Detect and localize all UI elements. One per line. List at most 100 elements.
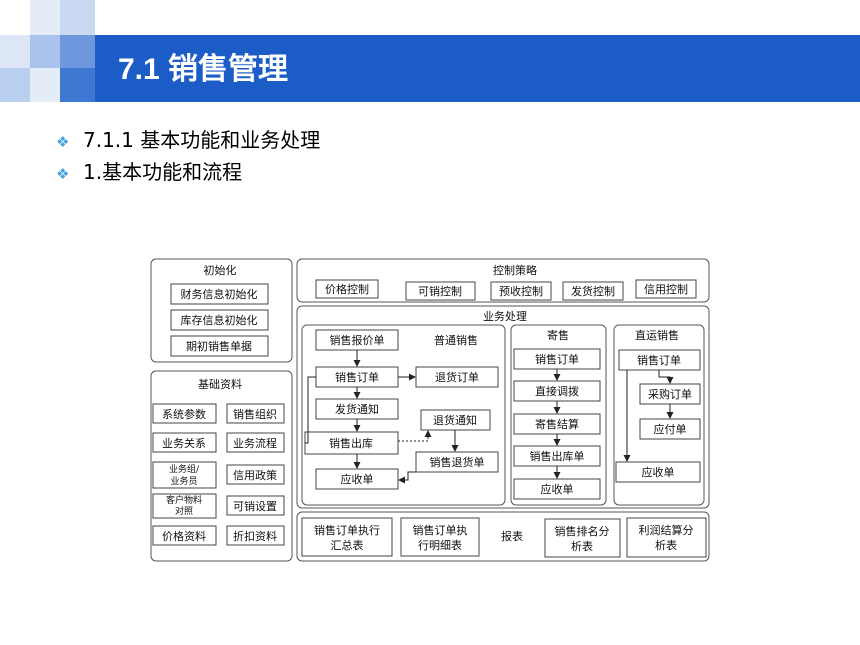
basic-label-9: 价格资料: [162, 529, 206, 543]
consign-label-3: 寄售结算: [535, 417, 579, 431]
basic-label-6: 信用政策: [233, 468, 277, 482]
report-box-1: [301, 517, 393, 557]
direct-box-payable: [639, 418, 701, 440]
direct-label-po: 采购订单: [648, 387, 692, 401]
init-label-3: 期初销售单据: [186, 339, 252, 353]
decor-square-2: [60, 0, 95, 35]
control-label-4: 发货控制: [571, 284, 615, 298]
report-label-2a: 销售订单执: [413, 523, 468, 537]
init-box-1: [170, 283, 269, 305]
report-label-4a: 利润结算分: [639, 523, 694, 537]
basic-label-7: 客户物料: [166, 494, 202, 506]
decor-square-6: [0, 68, 30, 102]
basic-label-5b: 业务员: [170, 475, 197, 487]
consign-label-4: 销售出库单: [530, 449, 585, 463]
control-label-1: 价格控制: [325, 282, 369, 296]
normal-label-return-bill: 销售退货单: [430, 455, 485, 469]
decor-square-7: [30, 68, 60, 102]
basic-label-2: 销售组织: [233, 407, 277, 421]
report-box-3: [544, 518, 621, 558]
control-label-3: 预收控制: [499, 284, 543, 298]
basic-box-2: [226, 403, 285, 424]
basic-label-1: 系统参数: [162, 407, 206, 421]
basic-label-5: 业务组/: [169, 463, 200, 475]
control-box-5: [635, 279, 697, 299]
consign-title: 寄售: [547, 328, 569, 342]
control-box-1: [315, 279, 379, 299]
report-box-2: [400, 517, 480, 557]
decor-square-1: [30, 0, 60, 35]
basic-box-3: [152, 432, 217, 453]
control-box-3: [490, 281, 552, 301]
diamond-bullet-icon: ❖: [56, 133, 70, 151]
basic-title: 基础资料: [198, 377, 242, 391]
normal-label-outbound: 销售出库: [329, 436, 373, 450]
report-label-2b: 行明细表: [418, 538, 462, 552]
normal-label-return-notice: 退货通知: [433, 413, 477, 427]
basic-box-8: [226, 495, 285, 516]
normal-label-ship-notice: 发货通知: [335, 402, 379, 416]
basic-box-5: [152, 461, 217, 489]
normal-label-return-order: 退货订单: [435, 370, 479, 384]
report-box-4: [626, 517, 707, 558]
direct-label-payable: 应付单: [654, 422, 687, 436]
basic-label-3: 业务关系: [162, 436, 206, 450]
basic-box-4: [226, 432, 285, 453]
decor-square-5: [60, 35, 95, 68]
report-label-3b: 析表: [571, 539, 593, 553]
control-box-4: [562, 281, 624, 301]
consign-label-1: 销售订单: [535, 352, 579, 366]
slide-title: 7.1 销售管理: [118, 53, 289, 86]
bullet-1: ❖ 7.1.1 基本功能和业务处理: [56, 124, 320, 153]
init-box-3: [170, 335, 269, 357]
basic-box-7: [152, 493, 217, 519]
basic-box-6: [226, 464, 285, 485]
basic-box-1: [152, 403, 217, 424]
bullet-2-text: 1.基本功能和流程: [83, 160, 243, 184]
normal-label-receivable: 应收单: [341, 472, 374, 486]
normal-title: 普通销售: [434, 333, 478, 347]
decor-square-8: [60, 68, 95, 102]
consign-label-5: 应收单: [541, 482, 574, 496]
title-banner: [95, 35, 860, 102]
arrow-returnbill-receivable: [398, 471, 416, 484]
init-box-2: [170, 309, 269, 331]
business-title: 业务处理: [483, 310, 527, 323]
basic-box-10: [226, 525, 285, 546]
direct-label-order: 销售订单: [637, 353, 681, 367]
decor-square-4: [30, 35, 60, 68]
consign-box-5: [513, 478, 601, 500]
bullet-2: ❖ 1.基本功能和流程: [56, 156, 242, 185]
basic-label-4: 业务流程: [233, 436, 277, 450]
control-label-5: 信用控制: [644, 282, 688, 296]
normal-box-return-bill: [415, 451, 499, 473]
line-left-loop: [305, 376, 316, 444]
normal-label-quote: 销售报价单: [330, 333, 385, 347]
direct-title: 直运销售: [635, 328, 679, 342]
diamond-bullet-icon: ❖: [56, 165, 70, 183]
consign-label-2: 直接调拨: [535, 384, 579, 398]
report-label-1b: 汇总表: [331, 538, 364, 552]
direct-box-receivable: [615, 461, 701, 483]
control-title: 控制策略: [493, 263, 537, 277]
arrow-direct-order-po: [658, 370, 674, 384]
bullet-1-text: 7.1.1 基本功能和业务处理: [83, 128, 321, 152]
control-box-2: [405, 281, 476, 301]
normal-label-order: 销售订单: [335, 370, 379, 384]
report-label-1a: 销售订单执行: [314, 523, 380, 537]
init-label-2: 库存信息初始化: [181, 313, 258, 327]
basic-box-9: [152, 525, 217, 546]
report-title: 报表: [501, 529, 523, 543]
arrow-outbound-returnnotice: [398, 430, 432, 442]
basic-label-10: 折扣资料: [233, 529, 277, 543]
init-title: 初始化: [204, 263, 237, 277]
init-label-1: 财务信息初始化: [181, 287, 258, 301]
basic-label-7b: 对照: [175, 505, 193, 517]
normal-box-return-order: [415, 366, 499, 388]
report-label-4b: 析表: [655, 538, 677, 552]
control-label-2: 可销控制: [418, 284, 462, 298]
basic-label-8: 可销设置: [233, 499, 277, 513]
direct-label-receivable: 应收单: [642, 465, 675, 479]
report-label-3a: 销售排名分: [555, 524, 610, 538]
